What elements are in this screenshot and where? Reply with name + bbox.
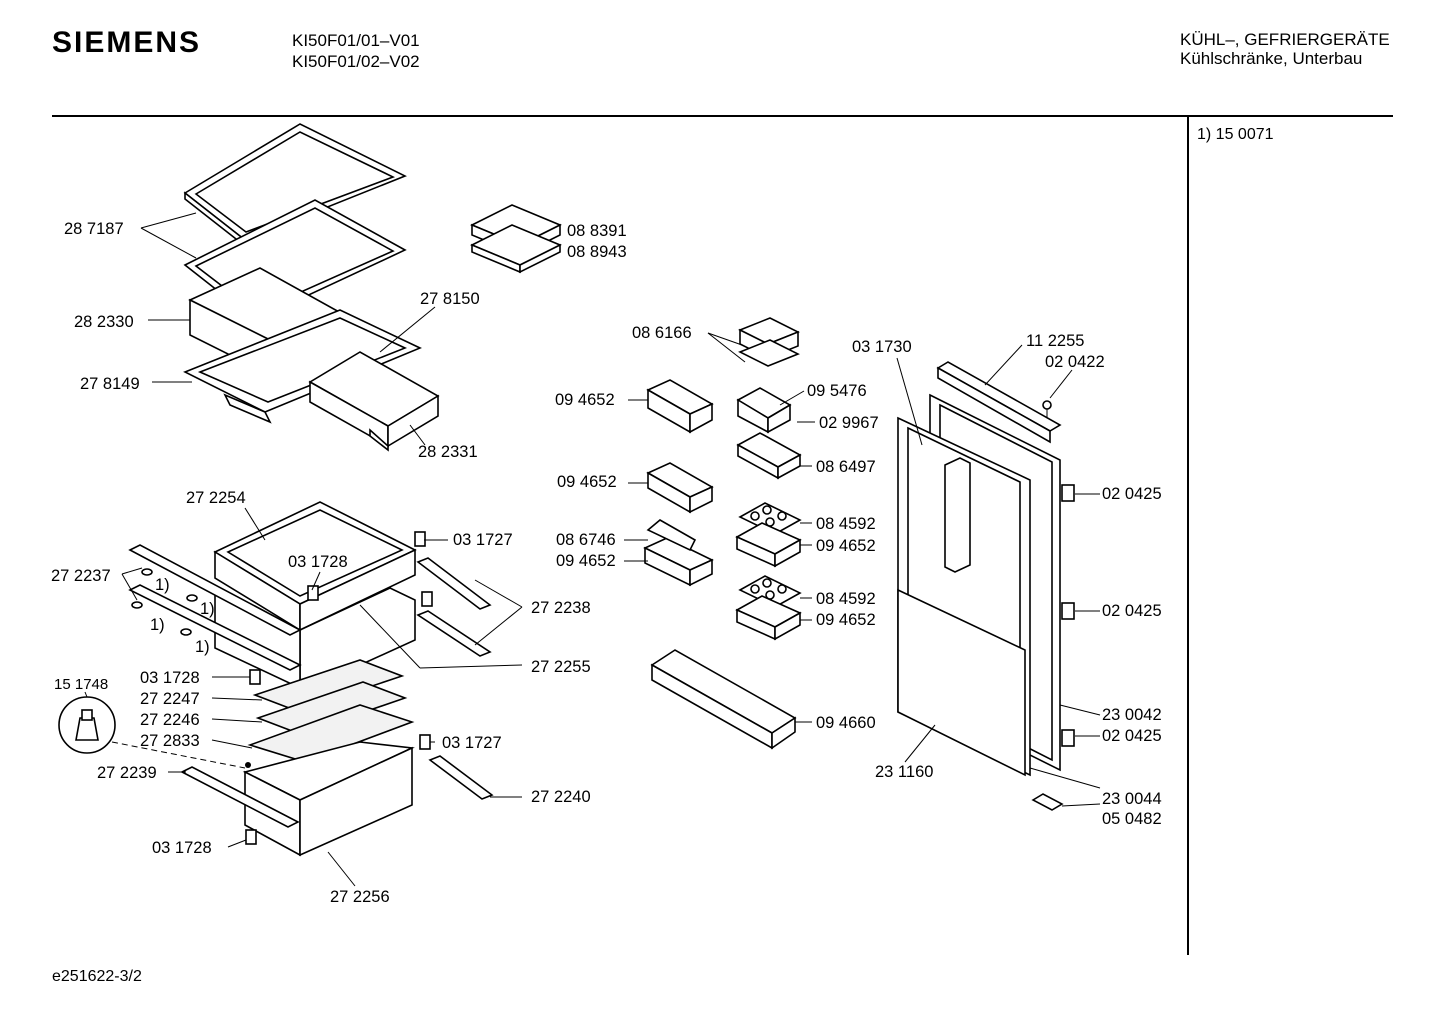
part-label: 23 1160 xyxy=(875,763,933,781)
part-label: 15 1748 xyxy=(54,676,108,693)
part-label: 08 8391 xyxy=(567,222,627,240)
hinge-plate-230044 xyxy=(1031,793,1064,811)
part-label: 08 8943 xyxy=(567,243,627,261)
part-label: 02 0422 xyxy=(1045,353,1105,371)
part-label: 27 2254 xyxy=(186,489,246,507)
part-label: 23 0042 xyxy=(1102,706,1162,724)
part-label: 28 2330 xyxy=(74,313,134,331)
part-label: 27 2255 xyxy=(531,658,591,676)
part-label: 09 4652 xyxy=(556,552,616,570)
rail-bumpers xyxy=(131,568,198,636)
part-label: 09 4652 xyxy=(557,473,617,491)
part-label: 08 4592 xyxy=(816,515,876,533)
shelf-frame-lower xyxy=(183,309,422,424)
freezer-grille-middle xyxy=(255,681,408,735)
freezer-grille-upper xyxy=(252,659,405,712)
part-label: 27 2247 xyxy=(140,690,200,708)
model-numbers: KI50F01/01–V01 KI50F01/02–V02 xyxy=(292,30,420,72)
model-number-2: KI50F01/02–V02 xyxy=(292,52,420,71)
part-label: 09 4660 xyxy=(816,714,876,732)
part-label: 23 0044 xyxy=(1102,790,1162,808)
egg-tray-084592-b xyxy=(735,575,802,641)
small-container-088391 xyxy=(470,204,562,274)
door-tray-094652-a xyxy=(646,379,714,434)
part-label: 27 8150 xyxy=(420,290,480,308)
part-label: 11 2255 xyxy=(1026,332,1084,350)
butter-box-086166 xyxy=(738,317,800,367)
part-label: 27 8149 xyxy=(80,375,140,393)
part-label: 09 4652 xyxy=(555,391,615,409)
door-handle-bar xyxy=(944,457,971,573)
part-label: 27 2256 xyxy=(330,888,390,906)
freezer-drawer-bottom xyxy=(242,741,415,857)
part-label: 28 7187 xyxy=(64,220,124,238)
slide-rails-right xyxy=(416,557,494,800)
part-label: 27 2237 xyxy=(51,567,111,585)
product-category: KÜHL–, GEFRIERGERÄTE Kühlschränke, Unter… xyxy=(1180,30,1390,68)
egg-tray-084592-a xyxy=(735,502,802,568)
screw-020422 xyxy=(1042,400,1052,418)
category-line-1: KÜHL–, GEFRIERGERÄTE xyxy=(1180,30,1390,49)
footnote-marker: 1) xyxy=(150,616,165,634)
part-label: 03 1730 xyxy=(852,338,912,356)
freezer-grille-lower xyxy=(247,704,415,763)
door-hinge-rail xyxy=(936,361,1062,444)
footnote-marker: 1) xyxy=(155,576,170,594)
part-label: 08 4592 xyxy=(816,590,876,608)
part-label: 08 6166 xyxy=(632,324,692,342)
model-number-1: KI50F01/01–V01 xyxy=(292,31,420,50)
hinge-clips-right xyxy=(1061,484,1075,747)
part-label: 03 1727 xyxy=(453,531,513,549)
part-label: 02 9967 xyxy=(819,414,879,432)
part-label: 03 1728 xyxy=(140,669,200,687)
part-label: 28 2331 xyxy=(418,443,478,461)
part-label: 02 0425 xyxy=(1102,602,1162,620)
part-label: 03 1728 xyxy=(152,839,212,857)
footnote-reference: 1) 15 0071 xyxy=(1197,126,1274,143)
part-label: 02 0425 xyxy=(1102,727,1162,745)
category-line-2: Kühlschränke, Unterbau xyxy=(1180,49,1363,68)
part-label: 08 6497 xyxy=(816,458,876,476)
footnote-marker: 1) xyxy=(195,638,210,656)
part-label: 09 4652 xyxy=(816,537,876,555)
knob-151748 xyxy=(58,696,116,754)
part-label: 02 0425 xyxy=(1102,485,1162,503)
freezer-drawer-top xyxy=(213,501,417,632)
part-label: 05 0482 xyxy=(1102,810,1162,828)
part-label: 27 2240 xyxy=(531,788,591,806)
drawing-number: e251622-3/2 xyxy=(52,968,142,985)
bottle-rack-094660 xyxy=(650,649,797,750)
part-label: 09 5476 xyxy=(807,382,867,400)
butter-dish-095476 xyxy=(736,387,802,480)
part-label: 27 2238 xyxy=(531,599,591,617)
siemens-logo: SIEMENS xyxy=(52,26,202,59)
footnote-marker: 1) xyxy=(200,600,215,618)
drawer-clips xyxy=(245,531,433,845)
door-tray-094652-c xyxy=(643,519,714,587)
part-label: 03 1728 xyxy=(288,553,348,571)
door-perforated-panel xyxy=(897,588,1026,777)
part-label: 03 1727 xyxy=(442,734,502,752)
part-label: 27 2246 xyxy=(140,711,200,729)
part-label: 27 2239 xyxy=(97,764,157,782)
slide-rails-left xyxy=(128,544,302,828)
door-tray-094652-b xyxy=(646,462,714,514)
glass-shelf-top xyxy=(183,123,407,248)
part-label: 08 6746 xyxy=(556,531,616,549)
part-label: 09 4652 xyxy=(816,611,876,629)
part-label: 27 2833 xyxy=(140,732,200,750)
crisper-drawer xyxy=(308,351,440,452)
